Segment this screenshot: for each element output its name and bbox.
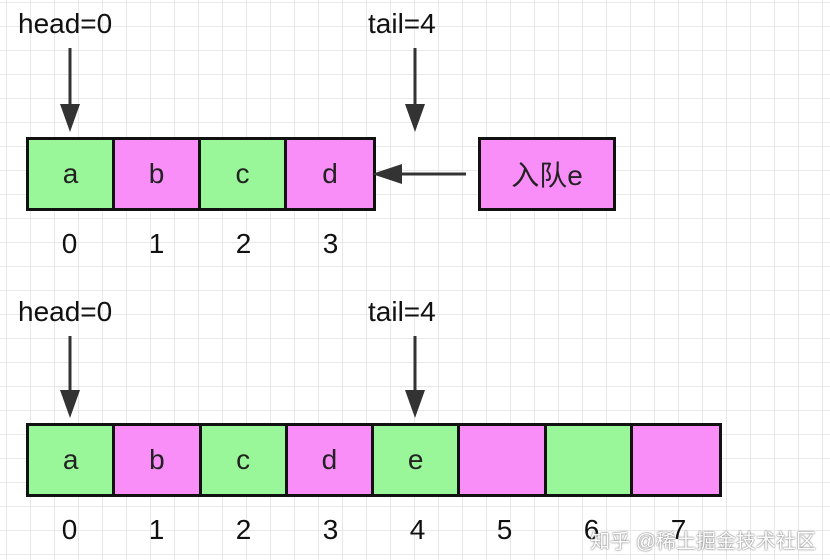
bottom-index-0: 0 xyxy=(61,514,78,545)
bottom-index-5: 5 xyxy=(496,514,513,545)
top-tail-label: tail=4 xyxy=(368,8,436,39)
bottom-index-6: 6 xyxy=(583,514,600,545)
bottom-tail-label: tail=4 xyxy=(368,296,436,327)
bottom-cell-3: d xyxy=(287,426,374,494)
bottom-cell-6 xyxy=(546,426,633,494)
bottom-cell-7 xyxy=(632,426,719,494)
bottom-index-3: 3 xyxy=(322,514,339,545)
bottom-head-label: head=0 xyxy=(18,296,113,327)
top-head-label: head=0 xyxy=(18,8,113,39)
bottom-cell-2: c xyxy=(201,426,288,494)
top-index-3: 3 xyxy=(322,228,339,259)
top-queue-array: a b c d xyxy=(26,137,376,211)
bottom-cell-1: b xyxy=(115,426,202,494)
top-cell-2: c xyxy=(201,140,288,208)
bottom-cell-0: a xyxy=(29,426,116,494)
top-index-0: 0 xyxy=(61,228,78,259)
top-index-row: 0 1 2 3 xyxy=(26,230,374,258)
bottom-tail-arrow xyxy=(405,336,425,418)
top-tail-arrow xyxy=(405,48,425,132)
top-cell-0: a xyxy=(29,140,116,208)
top-index-1: 1 xyxy=(148,228,165,259)
bottom-index-4: 4 xyxy=(409,514,426,545)
watermark: 知乎 @稀土掘金技术社区 xyxy=(590,531,816,553)
bottom-cell-4: e xyxy=(374,426,461,494)
bottom-index-row: 0 1 2 3 4 5 6 7 xyxy=(26,516,722,544)
top-cell-3: d xyxy=(287,140,374,208)
top-head-arrow xyxy=(60,48,80,132)
bottom-index-1: 1 xyxy=(148,514,165,545)
bottom-index-2: 2 xyxy=(235,514,252,545)
bottom-head-arrow xyxy=(60,336,80,418)
enqueue-arrow xyxy=(372,164,466,184)
bottom-cell-5 xyxy=(460,426,547,494)
bottom-queue-array: a b c d e xyxy=(26,423,722,497)
top-cell-1: b xyxy=(115,140,202,208)
top-index-2: 2 xyxy=(235,228,252,259)
enqueue-box: 入队e xyxy=(478,137,616,211)
bottom-index-7: 7 xyxy=(670,514,687,545)
